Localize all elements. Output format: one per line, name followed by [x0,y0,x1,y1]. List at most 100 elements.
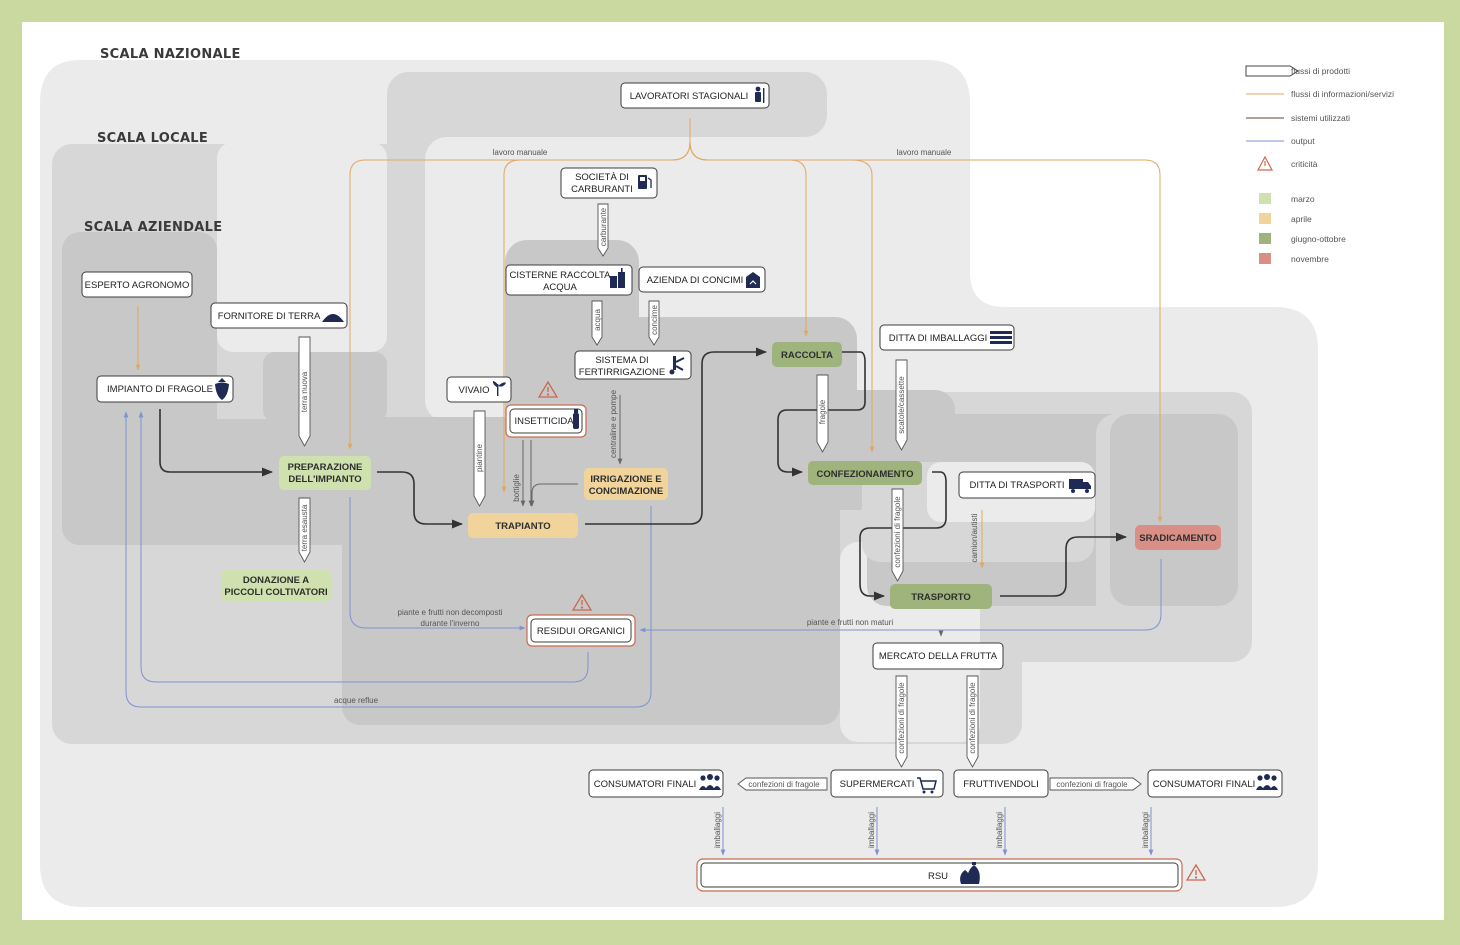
infographic-page: SCALA NAZIONALE SCALA LOCALE SCALA AZIEN… [22,22,1444,920]
node-label: MERCATO DELLA FRUTTA [879,651,998,662]
fuel-pump-icon [638,175,652,189]
flow-label-fragole: fragole [818,399,827,424]
flow-label-concime: concime [650,305,659,335]
flow-label-piante-inverno-1: piante e frutti non decomposti [398,608,503,617]
node-label: IMPIANTO DI FRAGOLE [107,384,213,395]
flow-label-carburante: carburante [599,207,608,246]
scale-label-company: SCALA AZIENDALE [84,220,222,235]
legend: flussi di prodotti flussi di informazion… [1245,65,1394,264]
stage-label-line1: DONAZIONE A [243,575,309,586]
stage-donazione[interactable]: DONAZIONE A PICCOLI COLTIVATORI [221,570,331,601]
node-insetticida[interactable]: INSETTICIDA [505,404,587,438]
node-label-line1: SISTEMA DI [595,355,648,366]
flow-label-imballaggi-1: imballaggi [713,812,722,848]
node-label-line1: CISTERNE RACCOLTA [510,270,612,281]
water-tank-icon [610,268,625,288]
node-societa-carburanti[interactable]: SOCIETÀ DI CARBURANTI [560,167,658,199]
legend-output: output [1291,136,1315,146]
worker-icon [755,86,765,103]
node-consumatori-finali-sx[interactable]: CONSUMATORI FINALI [588,769,724,798]
stage-label-line2: DELL'IMPIANTO [288,474,361,485]
node-fornitore-terra[interactable]: FORNITORE DI TERRA [210,302,348,329]
stage-irrigazione-concimazione[interactable]: IRRIGAZIONE E CONCIMAZIONE [584,468,668,500]
system-flows [520,395,944,637]
node-label: RESIDUI ORGANICI [537,626,625,637]
pallet-icon [990,331,1012,344]
stage-raccolta[interactable]: RACCOLTA [772,342,842,367]
flow-label-centraline: centraline e pompe [609,389,618,458]
spray-bottle-icon [573,409,579,429]
node-ditta-trasporti[interactable]: DITTA DI TRASPORTI [958,471,1096,499]
node-sistema-fertirrigazione[interactable]: SISTEMA DI FERTIRRIGAZIONE [574,350,692,380]
node-lavoratori-stagionali[interactable]: LAVORATORI STAGIONALI [620,82,770,109]
node-rsu[interactable]: RSU [696,858,1183,892]
legend-swatch-aprile [1259,213,1271,224]
legend-informazioni: flussi di informazioni/servizi [1291,89,1394,99]
legend-sistemi: sistemi utilizzati [1291,113,1350,123]
node-residui-organici[interactable]: RESIDUI ORGANICI [526,614,636,647]
shopping-cart-icon [917,777,937,794]
people-icon [1256,774,1278,790]
stage-label: TRASPORTO [911,592,970,603]
node-label: AZIENDA DI CONCIMI [647,275,744,286]
node-label-line2: ACQUA [543,282,577,293]
stage-preparazione-impianto[interactable]: PREPARAZIONE DELL'IMPIANTO [279,456,371,490]
scale-label-national: SCALA NAZIONALE [100,47,241,62]
flow-label-confezioni-1: confezioni di fragole [893,496,902,568]
node-consumatori-finali-dx[interactable]: CONSUMATORI FINALI [1147,769,1283,798]
flow-label-terra-nuova: terra nuova [300,371,309,412]
soil-pile-icon [322,314,344,322]
node-label: VIVAIO [459,385,490,396]
stage-label: RACCOLTA [781,350,833,361]
flow-label-camion: camion/autisti [970,513,979,562]
product-flows [298,203,1142,791]
node-impianto-fragole[interactable]: IMPIANTO DI FRAGOLE [96,375,234,403]
people-icon [699,774,721,790]
node-vivaio[interactable]: VIVAIO [446,376,512,403]
flow-label-confezioni-mercato-2: confezioni di fragole [968,682,977,754]
node-mercato-frutta[interactable]: MERCATO DELLA FRUTTA [872,642,1004,670]
warning-icon [1185,863,1207,881]
flow-label-confezioni-mercato-1: confezioni di fragole [897,682,906,754]
truck-icon [1069,479,1091,493]
stage-trapianto[interactable]: TRAPIANTO [468,513,578,538]
flow-label-scatole: scatole/cassette [897,376,906,434]
node-esperto-agronomo[interactable]: ESPERTO AGRONOMO [81,271,193,298]
node-label: DITTA DI TRASPORTI [969,480,1064,491]
node-cisterne-raccolta-acqua[interactable]: CISTERNE RACCOLTA ACQUA [505,264,633,296]
flow-label-confezioni-sx: confezioni di fragole [748,780,820,789]
legend-swatch-marzo [1259,193,1271,204]
node-supermercati[interactable]: SUPERMERCATI [830,769,944,798]
stage-label-line2: CONCIMAZIONE [589,486,663,497]
node-ditta-imballaggi[interactable]: DITTA DI IMBALLAGGI [879,324,1015,351]
region-company [62,232,1246,725]
strawberry-supply-chain-diagram: SCALA NAZIONALE SCALA LOCALE SCALA AZIEN… [40,47,1394,907]
stage-sradicamento[interactable]: SRADICAMENTO [1135,525,1221,550]
seedling-icon [492,381,506,396]
node-label: DITTA DI IMBALLAGGI [889,333,988,344]
legend-giugno: giugno-ottobre [1291,234,1346,244]
node-label: LAVORATORI STAGIONALI [630,91,749,102]
stage-label-line2: PICCOLI COLTIVATORI [224,587,327,598]
stage-label: TRAPIANTO [495,521,550,532]
flow-label-confezioni-dx: confezioni di fragole [1056,780,1128,789]
node-label: RSU [928,871,948,882]
legend-swatch-giugno [1259,233,1271,244]
node-label: CONSUMATORI FINALI [594,779,697,790]
legend-criticita: criticità [1291,159,1318,169]
flow-label-lavoro-dx: lavoro manuale [897,148,952,157]
legend-aprile: aprile [1291,214,1312,224]
node-label: FORNITORE DI TERRA [218,311,321,322]
flow-label-piantine: piantine [475,443,484,472]
node-label: SUPERMERCATI [840,779,915,790]
node-fruttivendoli[interactable]: FRUTTIVENDOLI [953,769,1049,798]
legend-novembre: novembre [1291,254,1329,264]
stage-confezionamento[interactable]: CONFEZIONAMENTO [808,461,922,485]
node-label-line2: CARBURANTI [571,184,633,195]
node-azienda-concimi[interactable]: AZIENDA DI CONCIMI [638,266,766,293]
stage-trasporto[interactable]: TRASPORTO [890,584,992,609]
legend-swatch-novembre [1259,253,1271,264]
node-label: INSETTICIDA [514,416,574,427]
warning-icon [1256,155,1274,171]
flow-label-acqua: acqua [593,309,602,331]
